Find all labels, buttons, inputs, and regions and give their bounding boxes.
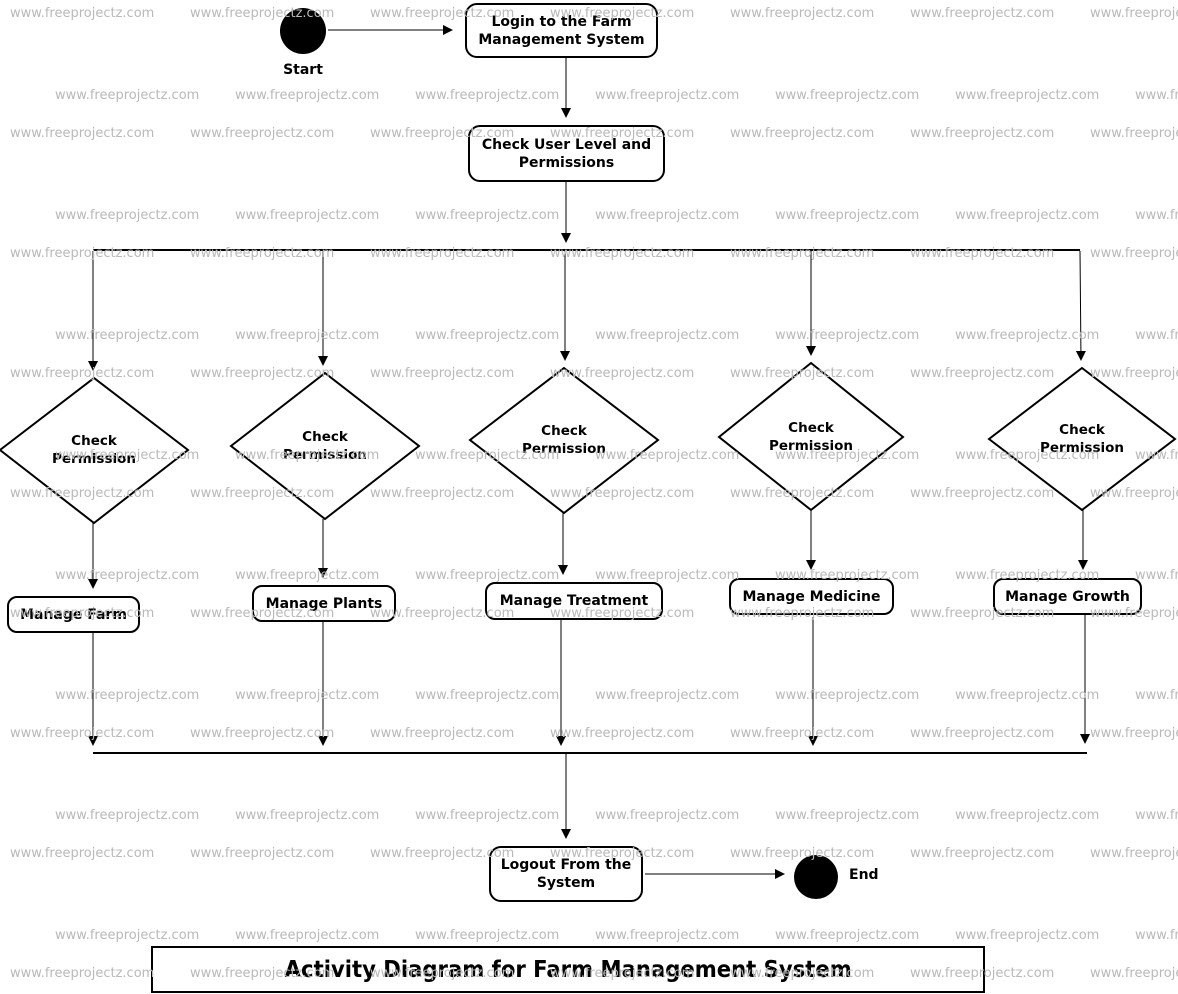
start-label: Start [283,62,323,78]
activity-manage-treatment-label: Manage Treatment [499,593,649,609]
edge-fork-to-decision-5 [1075,250,1086,361]
activity-manage-plants-label: Manage Plants [265,595,383,612]
decision-3-line1: Check [541,423,587,439]
decision-diamond-4 [717,361,905,512]
decision-diamond-5 [987,366,1177,512]
decision-5-line1: Check [1059,422,1105,438]
activity-manage-treatment: Manage Treatment [485,582,663,620]
decision-diamond-2 [229,371,421,521]
decision-5-line2: Permission [1040,440,1124,456]
decision-4-line2: Permission [769,438,853,454]
activity-check-user-level: Check User Level and Permissions [468,125,665,182]
decision-1-line2: Permission [52,451,136,467]
diagram-title: Activity Diagram for Farm Management Sys… [284,956,852,983]
activity-check-user-line2: Permissions [518,154,615,171]
activity-login-line2: Management System [478,31,645,48]
decision-label-4: Check Permission [741,419,881,455]
decision-1-line1: Check [71,433,117,449]
activity-logout-line1: Logout From the [500,857,632,873]
activity-manage-medicine-label: Manage Medicine [742,588,881,605]
decision-diamond-3 [468,366,660,515]
decision-diamond-1 [0,376,190,525]
decision-label-5: Check Permission [1012,421,1152,457]
diagram-title-box: Activity Diagram for Farm Management Sys… [151,946,985,993]
activity-manage-farm: Manage Farm [7,596,140,633]
decision-label-2: Check Permission [255,428,395,464]
end-node [794,855,838,899]
activity-manage-growth: Manage Growth [993,578,1142,615]
end-label: End [849,867,879,883]
start-node [280,8,326,54]
activity-manage-plants: Manage Plants [252,585,396,622]
activity-manage-farm-label: Manage Farm [20,606,127,623]
activity-login: Login to the Farm Management System [465,3,658,58]
decision-label-3: Check Permission [494,422,634,458]
activity-check-user-line1: Check User Level and [481,136,652,153]
activity-logout-line2: System [536,875,596,891]
decision-label-1: Check Permission [24,432,164,468]
activity-login-line1: Login to the Farm [491,13,632,30]
decision-2-line2: Permission [283,447,367,463]
activity-manage-medicine: Manage Medicine [729,578,894,615]
decision-4-line1: Check [788,420,834,436]
activity-logout: Logout From the System [489,846,643,902]
activity-manage-growth-label: Manage Growth [1005,588,1130,605]
decision-2-line1: Check [302,429,348,445]
decision-3-line2: Permission [522,441,606,457]
